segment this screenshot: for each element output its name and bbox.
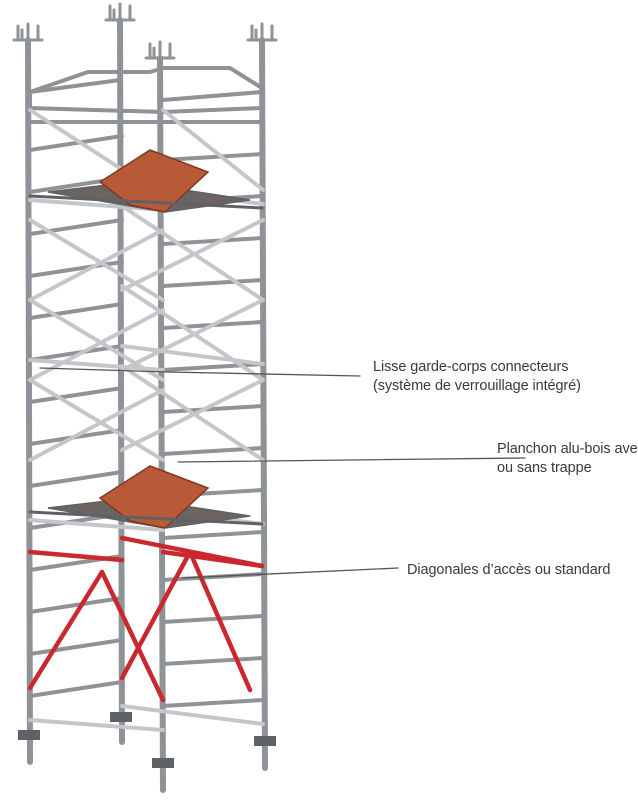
post-base-plates xyxy=(18,712,276,768)
fork-front-center xyxy=(144,40,176,60)
grey-brace-b xyxy=(28,228,165,302)
ledger-right xyxy=(161,614,265,624)
grey-brace-a xyxy=(28,378,165,462)
ledger-right xyxy=(161,362,265,372)
top-rail-outline xyxy=(28,66,264,115)
grey-brace-d xyxy=(120,378,265,452)
top-rail-back xyxy=(28,78,122,94)
horizontal-ledgers xyxy=(28,134,265,732)
red-rail-left-top xyxy=(27,549,125,563)
ledger-side-back xyxy=(28,518,165,532)
red-diag-right-2 xyxy=(187,549,253,693)
base-front-center xyxy=(152,758,174,768)
platform-top-toeboard xyxy=(28,194,264,210)
fork-front-right xyxy=(246,22,278,42)
platform-middle xyxy=(28,465,264,529)
ledger-right xyxy=(161,656,265,666)
ledger-side-back xyxy=(28,718,165,732)
callout-diagonals: Diagonales d’accès ou standard xyxy=(407,561,610,580)
base-back-center xyxy=(110,712,132,722)
ledger-left xyxy=(28,302,124,320)
callout-diagonals-line-1: Diagonales d’accès ou standard xyxy=(407,562,611,578)
top-guardrail xyxy=(28,66,264,124)
red-diag-left-2 xyxy=(99,569,166,703)
callout-alu-wood-deck: Planchon alu-bois avec ou sans trappe xyxy=(497,440,638,478)
leader-lines xyxy=(39,367,526,579)
grey-brace-d xyxy=(120,298,265,372)
ledger-right xyxy=(161,698,265,708)
callout-guardrail-connectors: Lisse garde-corps connecteurs (système d… xyxy=(373,358,581,396)
red-diag-right-1 xyxy=(119,549,193,681)
ledger-left xyxy=(28,596,124,614)
grey-brace-b xyxy=(28,388,165,462)
base-back-left xyxy=(18,730,40,740)
post-front-right xyxy=(259,37,268,771)
callout-guardrail-line-1: Lisse garde-corps connecteurs xyxy=(373,359,569,375)
ledger-right xyxy=(161,530,265,540)
ledger-right xyxy=(161,278,265,288)
fork-back-left xyxy=(12,22,44,42)
leader-guardrail xyxy=(39,367,361,377)
red-rail-front-top xyxy=(160,549,265,569)
ledger-left xyxy=(28,134,124,152)
post-top-forks xyxy=(12,2,278,60)
ledger-left xyxy=(28,470,124,488)
leader-deck xyxy=(177,457,526,463)
callout-guardrail-line-2: (système de verrouillage intégré) xyxy=(373,378,581,394)
top-rail-right xyxy=(161,90,264,102)
access-diagonals xyxy=(27,535,265,703)
platform-middle-toeboard xyxy=(28,510,264,526)
ledger-right xyxy=(161,152,265,162)
ledger-left xyxy=(28,680,124,698)
ledger-left xyxy=(28,218,124,236)
fork-back-center xyxy=(104,2,136,22)
platform-top xyxy=(28,149,264,213)
ledger-side-front xyxy=(120,704,265,726)
base-front-right xyxy=(254,736,276,746)
ledger-right xyxy=(161,404,265,414)
grey-brace-a xyxy=(28,218,165,302)
ledger-left xyxy=(28,386,124,404)
ledger-side-front xyxy=(120,344,265,366)
red-diag-left-1 xyxy=(27,569,105,691)
grey-brace-top-b xyxy=(161,108,265,192)
callout-deck-line-1: Planchon alu-bois avec xyxy=(497,441,638,457)
leader-diagonals xyxy=(181,567,399,579)
ledger-left xyxy=(28,638,124,656)
vertical-posts xyxy=(25,17,268,793)
callout-deck-line-2: ou sans trappe xyxy=(497,460,592,476)
post-back-center xyxy=(117,17,125,745)
grey-brace-d xyxy=(120,218,265,292)
grey-brace-a xyxy=(28,298,165,382)
